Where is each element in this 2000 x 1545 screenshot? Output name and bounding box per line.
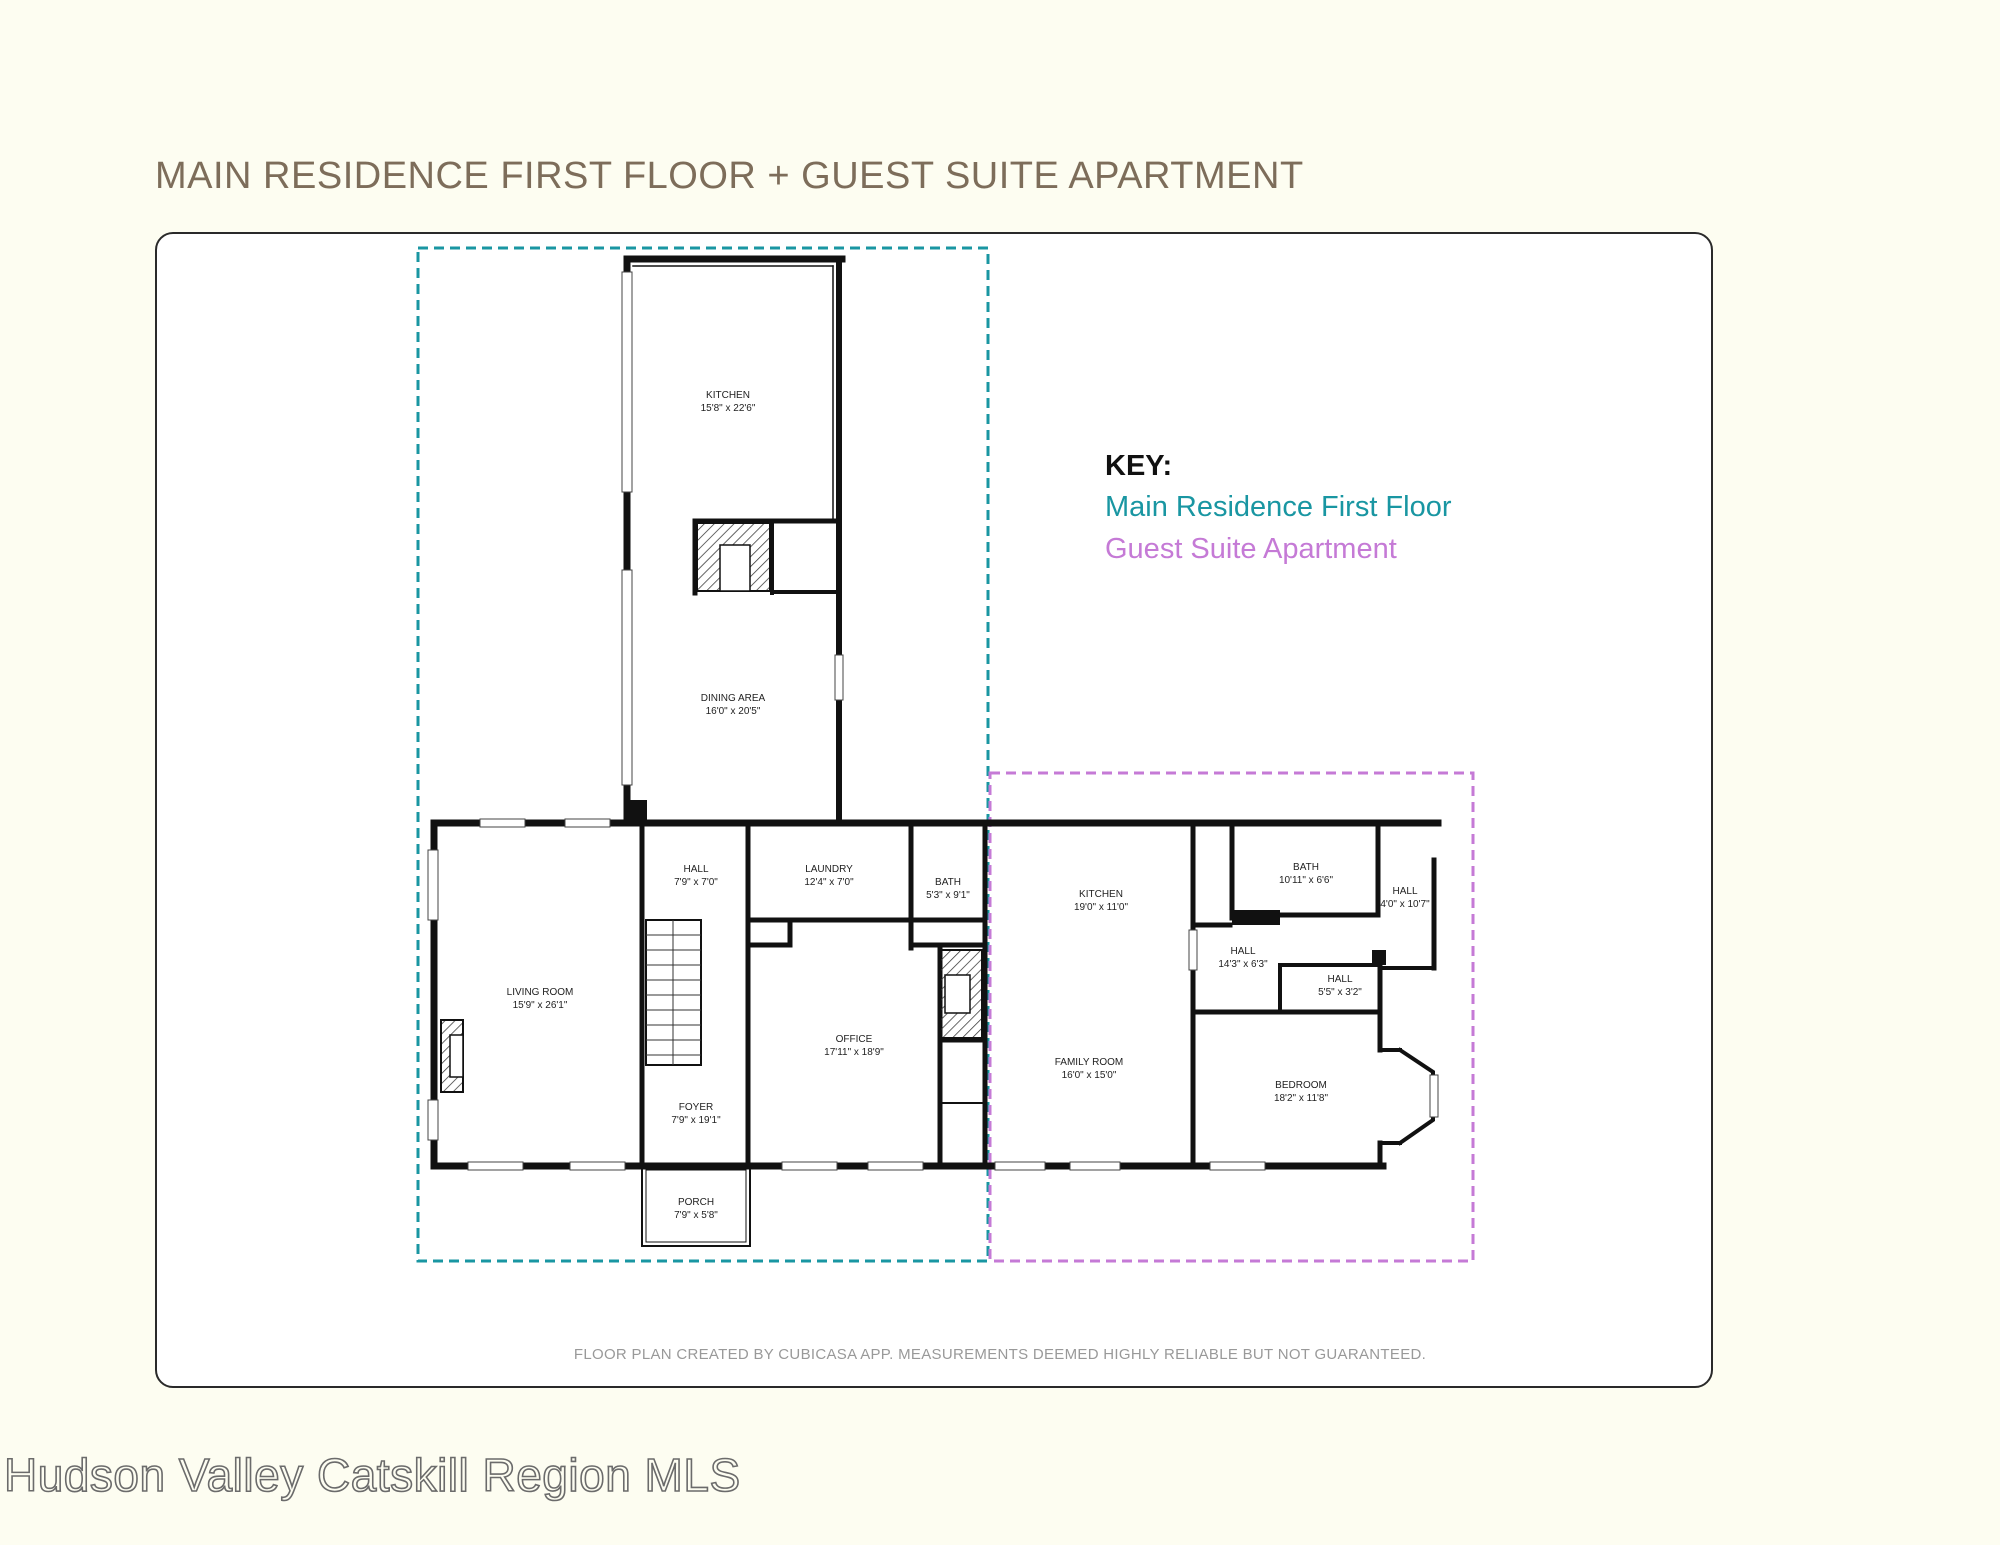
guest-suite-outline: [988, 771, 1475, 1263]
room-office-name: OFFICE: [836, 1034, 873, 1045]
legend-heading: KEY:: [1105, 450, 1173, 482]
room-labels: KITCHEN 15'8" x 22'6" DINING AREA 16'0" …: [507, 390, 1430, 1221]
page-title: MAIN RESIDENCE FIRST FLOOR + GUEST SUITE…: [155, 155, 1304, 197]
room-living-size: 15'9" x 26'1": [513, 1000, 568, 1011]
room-hall1-size: 7'9" x 7'0": [674, 877, 718, 888]
room-family-size: 16'0" x 15'0": [1062, 1070, 1117, 1081]
room-hall4-name: HALL: [1327, 974, 1352, 985]
mls-watermark: Hudson Valley Catskill Region MLS: [3, 1448, 741, 1502]
room-family-name: FAMILY ROOM: [1055, 1057, 1124, 1068]
room-dining-name: DINING AREA: [701, 693, 766, 704]
main-residence-outline: [416, 246, 990, 1263]
room-foyer-size: 7'9" x 19'1": [671, 1115, 721, 1126]
room-hall2-size: 4'0" x 10'7": [1380, 899, 1430, 910]
room-bath2-size: 10'11" x 6'6": [1279, 875, 1334, 886]
room-hall2-name: HALL: [1392, 886, 1417, 897]
room-kitchen-guest-size: 19'0" x 11'0": [1074, 902, 1129, 913]
room-kitchen-main-name: KITCHEN: [706, 390, 750, 401]
room-kitchen-main-size: 15'8" x 22'6": [701, 403, 756, 414]
room-hall3-size: 14'3" x 6'3": [1218, 959, 1268, 970]
room-hall3-name: HALL: [1230, 946, 1255, 957]
wall-blocks: [627, 800, 1386, 965]
fireplaces: [440, 522, 983, 1093]
room-hall4-size: 5'5" x 3'2": [1318, 987, 1362, 998]
stair-treads: [646, 920, 701, 1065]
room-living-name: LIVING ROOM: [507, 987, 574, 998]
legend: KEY: Main Residence First Floor Guest Su…: [1105, 450, 1452, 566]
room-bedroom-size: 18'2" x 11'8": [1274, 1093, 1329, 1104]
room-laundry-size: 12'4" x 7'0": [804, 877, 854, 888]
windows: [427, 271, 1439, 1171]
room-porch-size: 7'9" x 5'8": [674, 1210, 718, 1221]
room-dining-size: 16'0" x 20'5": [706, 706, 761, 717]
room-bath2-name: BATH: [1293, 862, 1319, 873]
disclaimer: FLOOR PLAN CREATED BY CUBICASA APP. MEAS…: [573, 1346, 1427, 1363]
room-bedroom-name: BEDROOM: [1275, 1080, 1327, 1091]
legend-main-residence: Main Residence First Floor: [1105, 491, 1452, 523]
floor-plan-panel: [155, 232, 1713, 1388]
room-office-size: 17'11" x 18'9": [824, 1047, 884, 1058]
legend-guest-suite: Guest Suite Apartment: [1105, 533, 1397, 565]
room-hall1-name: HALL: [683, 864, 708, 875]
room-laundry-name: LAUNDRY: [805, 864, 853, 875]
room-bath1-name: BATH: [935, 877, 961, 888]
room-foyer-name: FOYER: [679, 1102, 713, 1113]
room-porch-name: PORCH: [678, 1197, 714, 1208]
room-kitchen-guest-name: KITCHEN: [1079, 889, 1123, 900]
room-bath1-size: 5'3" x 9'1": [926, 890, 970, 901]
